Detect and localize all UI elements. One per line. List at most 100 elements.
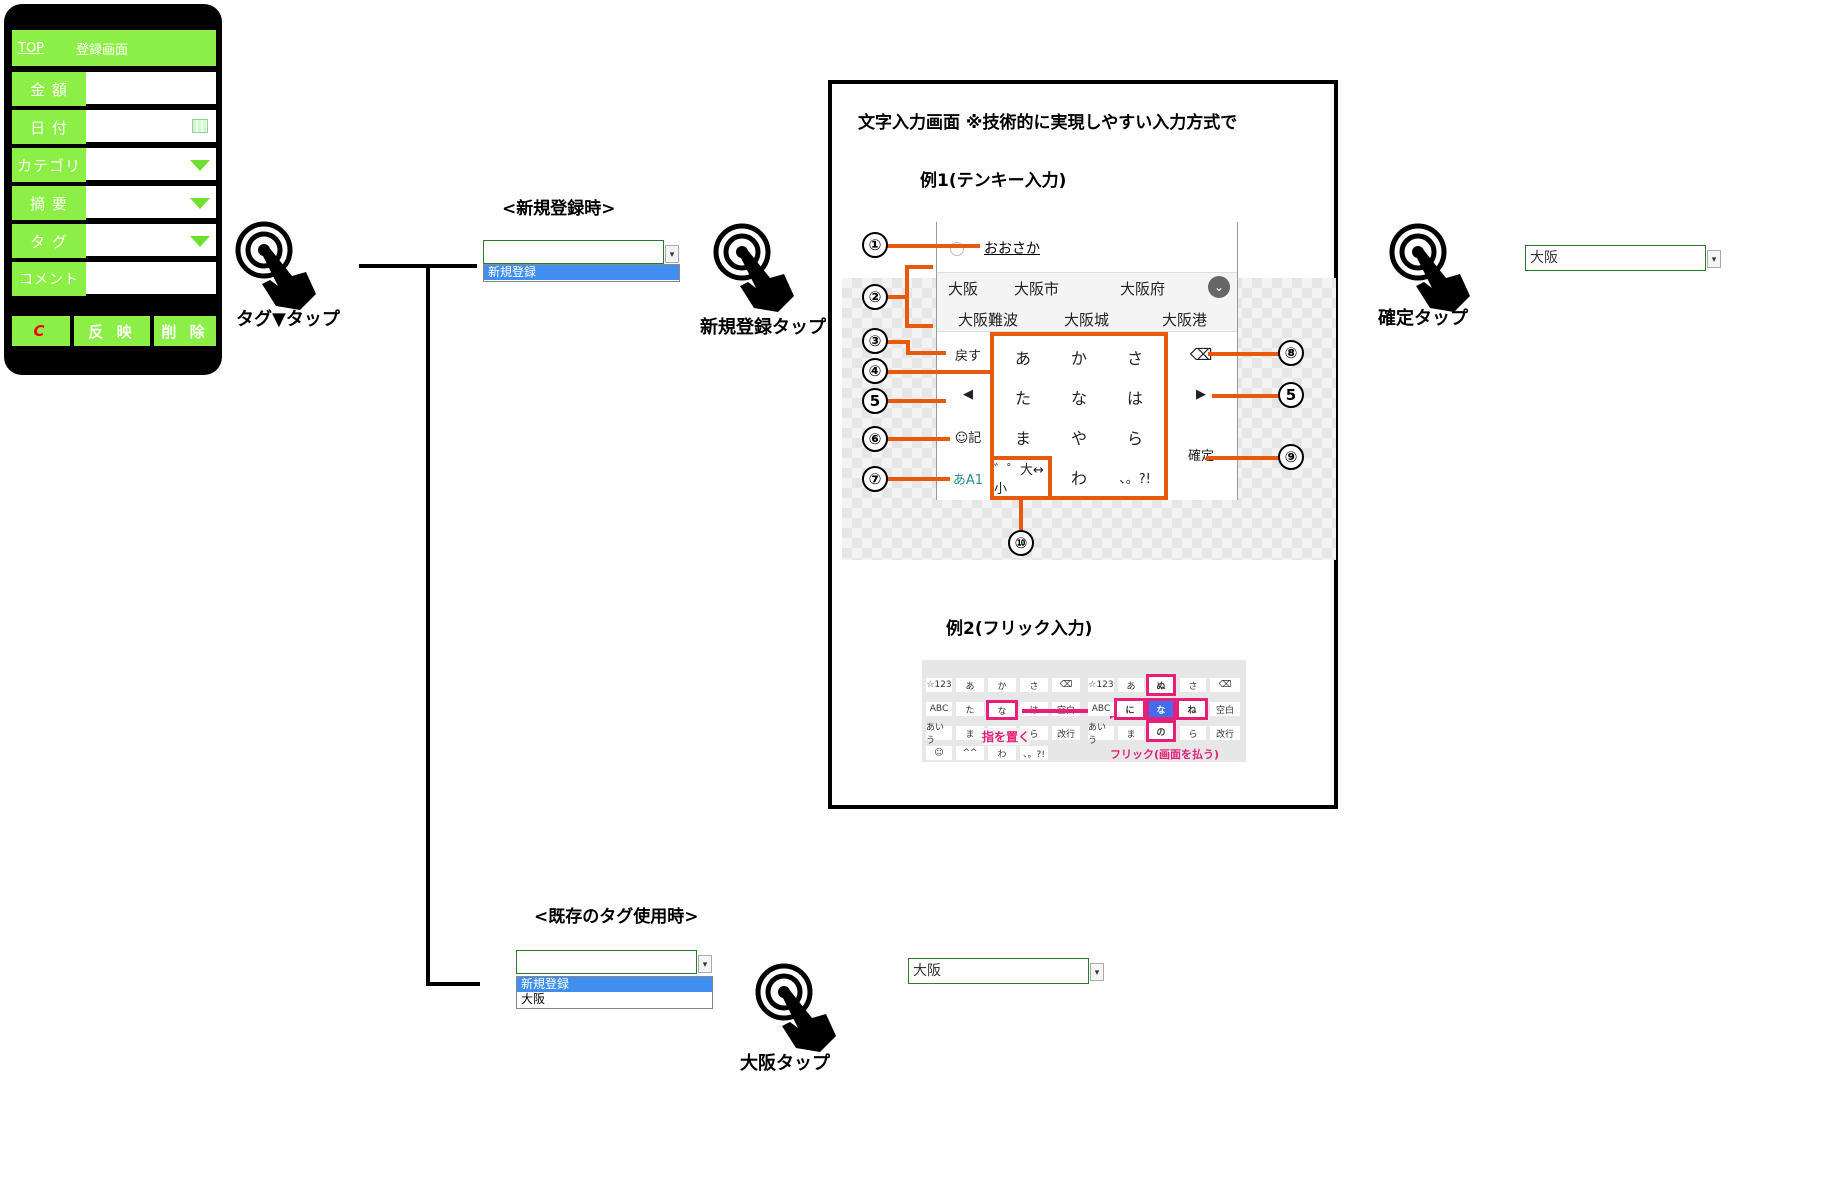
callout-line — [886, 477, 950, 481]
flick-key: あいう — [1088, 723, 1114, 746]
dropdown-list: 新規登録 — [483, 264, 680, 282]
candidate[interactable]: 大阪城 — [1064, 311, 1110, 329]
existing-tag-heading: <既存のタグ使用時> — [534, 907, 699, 927]
candidate[interactable]: 大阪 — [948, 280, 979, 298]
cursor-right-key[interactable]: ▶ — [1196, 386, 1206, 402]
kana-key[interactable]: あ — [1014, 349, 1031, 368]
callout-number: 5 — [1278, 382, 1304, 408]
kana-key[interactable]: さ — [1126, 349, 1143, 368]
input-indicator-icon — [950, 242, 964, 256]
kana-key[interactable]: や — [1070, 429, 1087, 448]
callout-line — [886, 244, 980, 248]
candidate[interactable]: 大阪難波 — [958, 311, 1019, 329]
option-new-registration[interactable]: 新規登録 — [484, 265, 679, 280]
amount-input[interactable] — [86, 72, 216, 106]
summary-select[interactable] — [86, 186, 216, 220]
tag-dropdown-new[interactable]: ▾ — [483, 240, 679, 264]
flick-key: あ — [1118, 678, 1144, 692]
apply-button[interactable]: 反 映 — [74, 316, 150, 346]
punctuation-key[interactable]: 、。?! — [1119, 471, 1151, 487]
flick-arrow — [1022, 709, 1114, 713]
kana-key[interactable]: ま — [1014, 429, 1031, 448]
dakuten-key[interactable]: ゛゜大↔小 — [990, 456, 1052, 500]
flick-key: ABC — [1088, 702, 1114, 716]
kana-key[interactable]: わ — [1070, 469, 1087, 488]
dropdown-arrow-icon[interactable]: ▾ — [665, 245, 679, 263]
candidate-bar — [937, 272, 1237, 332]
flick-key: 空白 — [1210, 702, 1240, 716]
dropdown-arrow-icon[interactable] — [190, 160, 210, 171]
flick-key: ☺ — [926, 746, 952, 760]
kana-key[interactable]: は — [1126, 389, 1143, 408]
delete-button[interactable]: 削 除 — [154, 316, 216, 346]
flick-key: あ — [956, 678, 984, 692]
top-link[interactable]: TOP — [18, 40, 45, 56]
flick-key-highlighted: ぬ — [1146, 674, 1176, 696]
tap-hand-icon — [755, 963, 836, 1052]
callout-number: ⑥ — [862, 426, 888, 452]
kana-key[interactable]: な — [1070, 389, 1087, 408]
connector-line — [359, 264, 477, 268]
expand-candidates-icon[interactable]: ⌄ — [1208, 276, 1230, 298]
flick-key: ⌫ — [1052, 678, 1080, 692]
callout-number: ④ — [862, 358, 888, 384]
field-label: カテゴリ — [12, 148, 86, 182]
field-amount[interactable]: 金 額 — [12, 72, 216, 106]
kana-key[interactable]: ら — [1126, 429, 1143, 448]
dropdown-arrow-icon[interactable] — [190, 198, 210, 209]
flick-key: ⌫ — [1210, 678, 1240, 692]
candidate[interactable]: 大阪府 — [1120, 280, 1166, 298]
field-category[interactable]: カテゴリ — [12, 148, 216, 182]
dropdown-arrow-icon[interactable]: ▾ — [1707, 250, 1721, 268]
kana-key[interactable]: た — [1014, 389, 1031, 408]
flick-key-highlighted: な — [986, 700, 1018, 720]
option-new-registration[interactable]: 新規登録 — [517, 977, 712, 992]
date-input[interactable] — [86, 110, 216, 144]
tag-result-field[interactable]: 大阪 ▾ — [908, 958, 1104, 984]
callout-number: 5 — [862, 388, 888, 414]
dropdown-arrow-icon[interactable]: ▾ — [698, 955, 712, 973]
calendar-icon[interactable] — [192, 119, 208, 133]
input-mode-key[interactable]: あA1 — [952, 472, 984, 488]
dropdown-arrow-icon[interactable] — [190, 236, 210, 247]
place-finger-note: 指を置く — [982, 728, 1031, 745]
flick-key: あいう — [926, 723, 952, 746]
field-comment[interactable]: コメント — [12, 262, 216, 296]
clear-button[interactable]: C — [12, 316, 70, 346]
selected-value: 大阪 — [913, 963, 941, 979]
kana-keypad — [990, 332, 1168, 500]
tenkey-keyboard — [936, 222, 1238, 500]
flick-key: ま — [1118, 726, 1144, 740]
flick-key: 改行 — [1210, 726, 1240, 740]
back-key[interactable]: 戻す — [954, 348, 981, 364]
candidate[interactable]: 大阪市 — [1014, 280, 1060, 298]
flick-key: ま — [956, 726, 984, 740]
callout-number: ② — [862, 284, 888, 310]
dropdown-list: 新規登録 大阪 — [516, 976, 713, 1009]
callout-line — [905, 265, 909, 327]
tap-hand-icon — [1389, 223, 1470, 312]
field-date[interactable]: 日 付 — [12, 110, 216, 144]
kana-key[interactable]: か — [1070, 349, 1087, 368]
tag-select[interactable] — [86, 224, 216, 258]
emoji-key[interactable]: ☺記 — [954, 430, 982, 446]
callout-line — [905, 324, 933, 328]
category-select[interactable] — [86, 148, 216, 182]
confirm-key[interactable]: 確定 — [1187, 448, 1214, 464]
dropdown-arrow-icon[interactable]: ▾ — [1090, 963, 1104, 981]
callout-number: ⑦ — [862, 466, 888, 492]
field-tag[interactable]: タ グ — [12, 224, 216, 258]
candidate[interactable]: 大阪港 — [1162, 311, 1208, 329]
tap-hand-icon — [235, 221, 316, 310]
field-summary[interactable]: 摘 要 — [12, 186, 216, 220]
flick-key: た — [956, 702, 984, 716]
screen-title: 登録画面 — [76, 42, 129, 58]
tag-dropdown-existing[interactable]: ▾ — [516, 950, 712, 974]
comment-input[interactable] — [86, 262, 216, 296]
backspace-key[interactable]: ⌫ — [1189, 344, 1213, 364]
field-label: タ グ — [12, 224, 86, 258]
option-osaka[interactable]: 大阪 — [521, 992, 546, 1006]
tag-result-field[interactable]: 大阪 ▾ — [1525, 245, 1721, 271]
cursor-left-key[interactable]: ◀ — [963, 386, 973, 402]
flick-note: フリック(画面を払う) — [1110, 748, 1220, 761]
